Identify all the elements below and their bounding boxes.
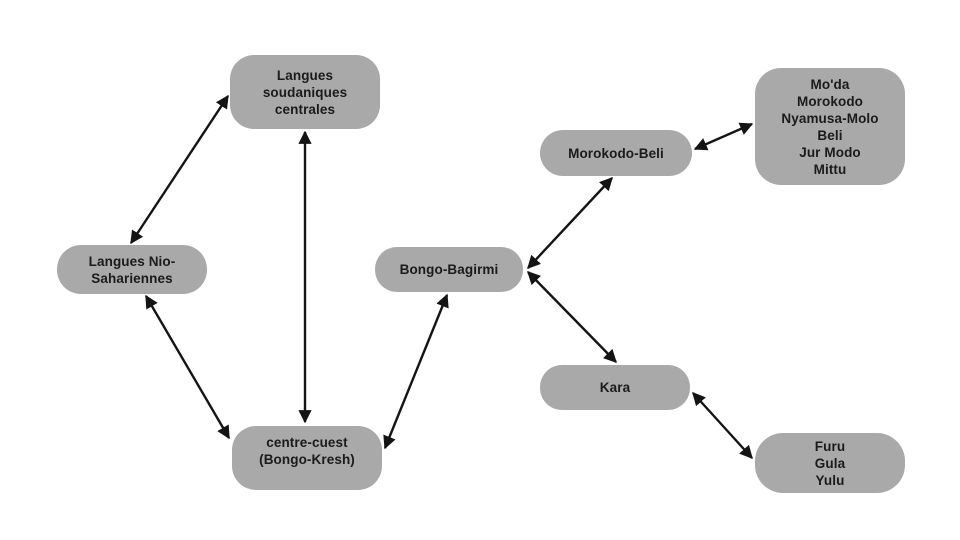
node-label: Mo'da Morokodo Nyamusa-Molo Beli Jur Mod…: [781, 76, 879, 177]
node-label: centre-cuest (Bongo-Kresh): [259, 435, 355, 467]
node-moda-group: Mo'da Morokodo Nyamusa-Molo Beli Jur Mod…: [755, 68, 905, 185]
node-kara: Kara: [540, 365, 690, 410]
node-furu-group: Furu Gula Yulu: [755, 433, 905, 493]
node-label: Langues soudaniques centrales: [262, 67, 348, 117]
node-bongo-bagirmi: Bongo-Bagirmi: [375, 247, 523, 292]
node-centre-cuest-bongo-kresh: centre-cuest (Bongo-Kresh): [232, 426, 382, 490]
node-langues-soudaniques-centrales: Langues soudaniques centrales: [230, 55, 380, 129]
edge-morokodo-beli-moda-group: [693, 122, 754, 151]
edge-nio-sahariennes-soudaniques: [129, 94, 230, 245]
edge-centre-cuest-bongo-bagirmi: [383, 293, 449, 450]
node-label: Bongo-Bagirmi: [399, 262, 499, 277]
node-label: Kara: [599, 380, 631, 395]
node-label: Morokodo-Beli: [568, 145, 664, 161]
edge-kara-furu-group: [692, 392, 753, 459]
edge-bongo-bagirmi-kara: [527, 271, 617, 363]
edge-bongo-bagirmi-morokodo-beli: [527, 177, 613, 269]
node-langues-nio-sahariennes: Langues Nio- Sahariennes: [57, 245, 207, 294]
node-morokodo-beli: Morokodo-Beli: [540, 130, 692, 176]
edge-nio-sahariennes-centre-cuest: [144, 294, 231, 440]
node-label: Furu Gula Yulu: [814, 438, 846, 488]
node-label: Langues Nio- Sahariennes: [88, 253, 176, 286]
